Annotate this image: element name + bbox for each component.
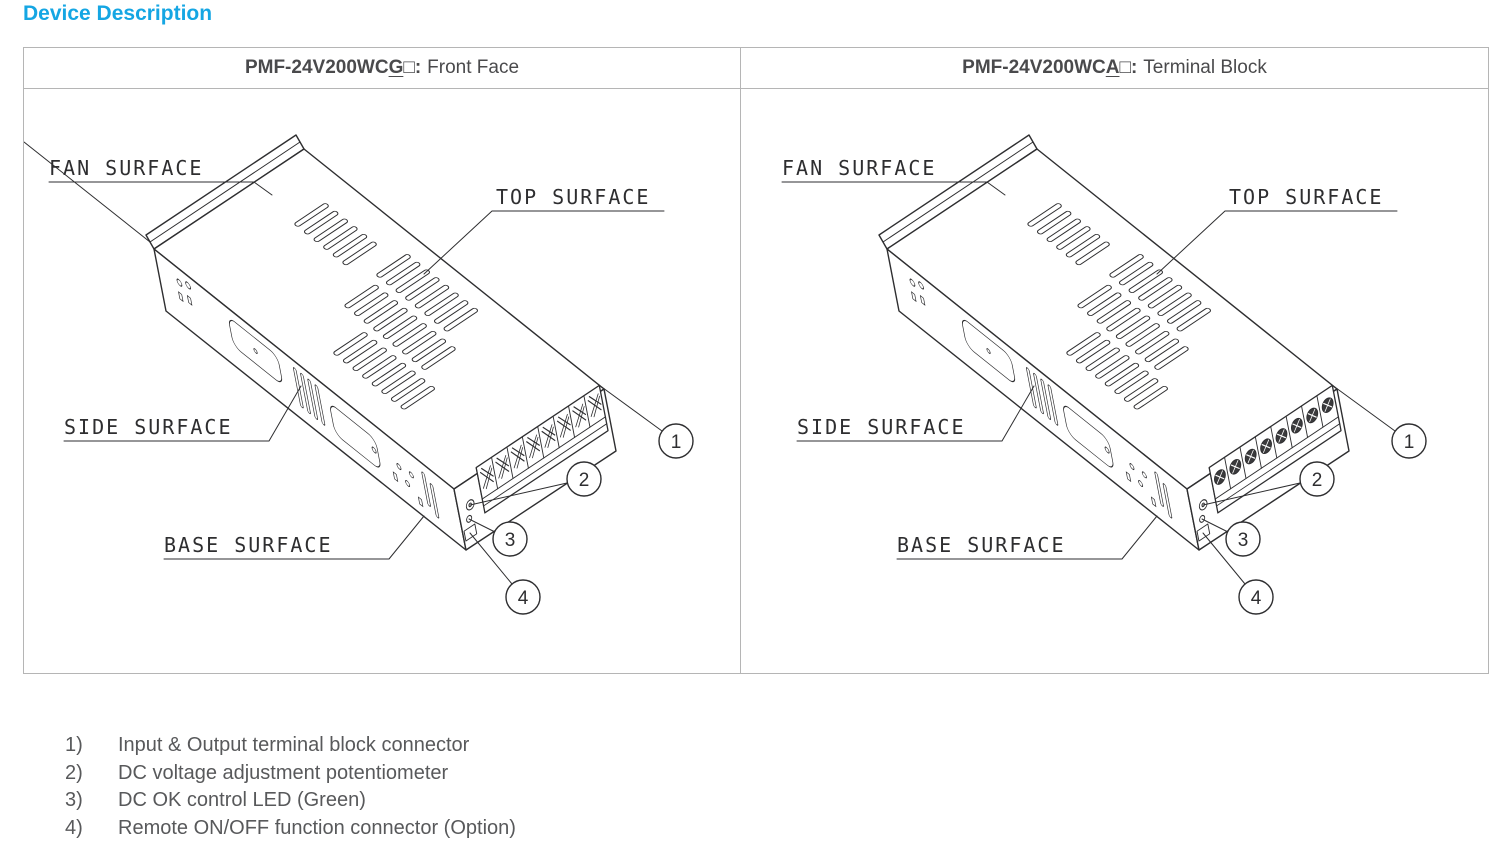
list-item: 2) DC voltage adjustment potentiometer bbox=[65, 760, 516, 788]
model-prefix: PMF-24V200WC bbox=[962, 57, 1106, 78]
list-item-text: DC voltage adjustment potentiometer bbox=[118, 761, 449, 784]
table-header-row: PMF-24V200WCG□: Front Face PMF-24V200WCA… bbox=[24, 48, 1488, 89]
callout-4-marker bbox=[1237, 579, 1274, 615]
svg-text:1: 1 bbox=[1403, 432, 1414, 453]
base-surface-label: BASE SURFACE bbox=[164, 533, 333, 557]
surface-labels: FAN SURFACE TOP SURFACE SIDE SURFACE BAS… bbox=[781, 156, 1397, 560]
callout-legend-list: 1) Input & Output terminal block connect… bbox=[65, 732, 516, 842]
model-number-terminal-block: PMF-24V200WCA□: bbox=[962, 57, 1137, 79]
model-variant-letter: G bbox=[388, 57, 404, 78]
svg-text:4: 4 bbox=[518, 588, 529, 609]
list-item-text: Input & Output terminal block connector bbox=[118, 734, 470, 756]
side-face-details bbox=[176, 278, 440, 519]
callout-3-marker bbox=[492, 521, 528, 557]
terminal-block bbox=[1196, 384, 1342, 542]
svg-text:2: 2 bbox=[579, 470, 590, 491]
cell-front-face-drawing: FAN SURFACE TOP SURFACE SIDE SURFACE BAS… bbox=[24, 89, 741, 673]
svg-text:3: 3 bbox=[1237, 530, 1248, 551]
header-caption-terminal-block: Terminal Block bbox=[1143, 57, 1267, 78]
list-item-number: 3) bbox=[65, 789, 83, 811]
model-placeholder-box: □ bbox=[403, 57, 415, 78]
svg-text:2: 2 bbox=[1311, 470, 1322, 491]
model-prefix: PMF-24V200WC bbox=[244, 57, 389, 78]
callout-1-marker bbox=[1390, 423, 1427, 459]
list-item: 4) Remote ON/OFF function connector (Opt… bbox=[65, 815, 516, 843]
svg-text:3: 3 bbox=[505, 530, 516, 551]
side-surface-label: SIDE SURFACE bbox=[797, 415, 966, 439]
fan-surface-label: FAN SURFACE bbox=[782, 156, 936, 180]
base-surface-label: BASE SURFACE bbox=[897, 533, 1066, 557]
list-item: 1) Input & Output terminal block connect… bbox=[65, 732, 516, 760]
callout-4-marker bbox=[505, 579, 541, 615]
model-placeholder-box: □ bbox=[1119, 57, 1131, 78]
callout-3-marker bbox=[1224, 521, 1261, 557]
remote-onoff-connector bbox=[463, 523, 478, 542]
list-item: 3) DC OK control LED (Green) bbox=[65, 787, 516, 815]
list-item-number: 2) bbox=[65, 761, 83, 784]
fan-surface-label: FAN SURFACE bbox=[49, 156, 203, 180]
table-header-terminal-block: PMF-24V200WCA□: Terminal Block bbox=[741, 48, 1488, 88]
svg-text:1: 1 bbox=[671, 432, 682, 453]
callout-markers: 1 2 3 4 bbox=[1201, 384, 1427, 615]
page-title: Device Description bbox=[23, 2, 213, 25]
header-caption-front-face: Front Face bbox=[427, 57, 520, 78]
side-surface-label: SIDE SURFACE bbox=[64, 415, 233, 439]
table-body-row: FAN SURFACE TOP SURFACE SIDE SURFACE BAS… bbox=[24, 89, 1488, 673]
remote-onoff-connector bbox=[1196, 523, 1210, 542]
isometric-drawing-terminal-block: FAN SURFACE TOP SURFACE SIDE SURFACE BAS… bbox=[781, 134, 1427, 615]
list-item-text: Remote ON/OFF function connector (Option… bbox=[118, 816, 516, 839]
model-colon: : bbox=[1130, 57, 1138, 78]
terminal-block bbox=[463, 384, 609, 542]
isometric-drawing-front-face: FAN SURFACE TOP SURFACE SIDE SURFACE BAS… bbox=[24, 134, 694, 615]
table-header-front-face: PMF-24V200WCG□: Front Face bbox=[24, 48, 741, 88]
list-item-number: 1) bbox=[65, 734, 83, 756]
side-face-details bbox=[909, 278, 1172, 519]
top-surface-label: TOP SURFACE bbox=[496, 185, 650, 209]
callout-markers: 1 2 3 4 bbox=[468, 384, 694, 615]
surface-labels: FAN SURFACE TOP SURFACE SIDE SURFACE BAS… bbox=[48, 156, 665, 560]
list-item-number: 4) bbox=[65, 816, 83, 839]
model-number-front-face: PMF-24V200WCG□: bbox=[245, 57, 421, 79]
svg-text:4: 4 bbox=[1250, 588, 1261, 609]
device-description-table: PMF-24V200WCG□: Front Face PMF-24V200WCA… bbox=[23, 47, 1489, 674]
callout-1-marker bbox=[658, 423, 694, 459]
cell-terminal-block-drawing: FAN SURFACE TOP SURFACE SIDE SURFACE BAS… bbox=[741, 89, 1488, 673]
callout-2-marker bbox=[1298, 461, 1335, 497]
list-item-text: DC OK control LED (Green) bbox=[118, 789, 366, 811]
model-variant-letter: A bbox=[1105, 57, 1120, 78]
callout-2-marker bbox=[566, 461, 602, 497]
top-surface-label: TOP SURFACE bbox=[1229, 185, 1383, 209]
model-colon: : bbox=[414, 57, 422, 78]
